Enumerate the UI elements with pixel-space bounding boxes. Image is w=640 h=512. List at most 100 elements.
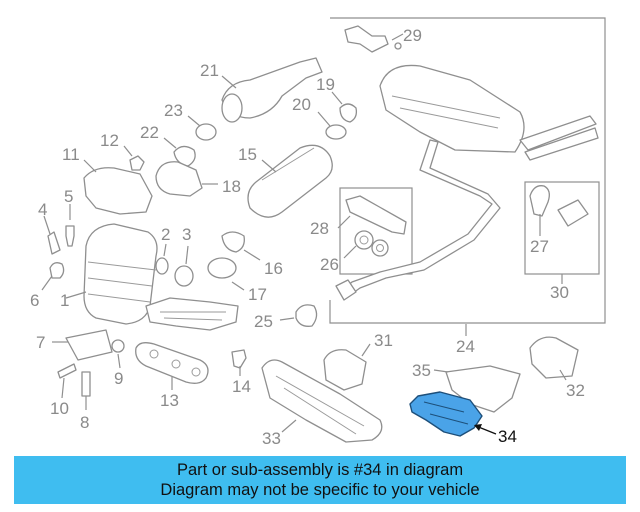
leader-3 [185,245,189,265]
leader-9 [117,353,121,369]
leader-16 [243,249,261,261]
banner-line-1: Part or sub-assembly is #34 in diagram [176,461,464,479]
part-27-hanger [529,185,550,217]
label-23: 23 [164,101,183,120]
leader-32 [559,369,567,381]
part-14-bolt [231,349,247,369]
part-7-bracket [65,329,113,361]
leader-10 [61,377,65,399]
label-13: 13 [160,391,179,410]
leader-15 [261,159,277,173]
label-11: 11 [62,145,80,164]
leader-12 [123,145,133,157]
label-17: 17 [248,285,267,304]
part-29-bolt [394,42,402,50]
part-1-catalyst-ribs [87,261,157,303]
leader-19 [331,91,343,105]
part-27-bracket [557,199,589,227]
part-13-hole-b [171,359,181,369]
tailpipes [519,115,599,161]
label-29: 29 [403,26,422,45]
leader-6 [41,275,53,291]
part-33-ribs [275,375,365,435]
part-26-clamp-b [371,239,389,257]
part-11-heat-shield [83,167,153,215]
leader-31 [361,343,371,357]
leader-21 [221,75,237,89]
part-23-gasket [195,123,217,141]
label-12: 12 [100,131,119,150]
label-21: 21 [200,61,219,80]
leader-34-arrowhead [474,424,482,431]
part-17-ring [207,257,237,279]
part-24-flange [335,279,357,301]
label-35: 35 [412,361,431,380]
part-25-clamp [295,304,318,327]
label-34: 34 [498,427,517,446]
label-4: 4 [38,200,47,219]
label-10: 10 [50,399,69,418]
part-2-gasket [155,257,169,275]
label-20: 20 [292,95,311,114]
label-1: 1 [60,291,69,310]
label-14: 14 [232,377,251,396]
label-18: 18 [222,177,241,196]
part-21-flange [221,93,243,123]
part-26-clamp-b-inner [376,244,384,252]
part-12-nut [129,155,145,171]
leader-25 [279,317,295,321]
part-4-bracket [47,231,61,255]
part-33-heat-shield [261,359,383,443]
part-34-detail [423,401,469,425]
label-9: 9 [114,369,123,388]
parts-diagram: 29 21 19 20 23 22 12 15 11 18 5 4 28 2 3… [30,17,606,448]
part-32-mount [529,336,579,379]
part-13-hole-c [191,367,201,377]
downpipe-ribs [160,311,226,321]
leader-4 [43,215,51,235]
label-28: 28 [310,219,329,238]
label-26: 26 [320,255,339,274]
leader-1 [65,291,87,299]
part-8-bolt [81,371,91,397]
rear-muffler-detail [391,95,501,129]
label-25: 25 [254,312,273,331]
part-5-bolt [65,225,75,247]
part-10-stud [57,363,77,379]
exhaust-assembly-box [329,17,606,324]
label-5: 5 [64,187,73,206]
part-26-clamp-a [354,230,374,250]
downpipe [145,297,239,331]
leader-2 [163,243,167,257]
part-6-mount [49,262,65,279]
leader-20 [317,111,331,127]
banner-line-2: Diagram may not be specific to your vehi… [160,481,480,499]
part-18-turbo-outlet [155,161,203,197]
label-8: 8 [80,413,89,432]
part-15-filter [247,144,333,218]
part-19-gasket [339,103,358,123]
part-29-bracket [344,25,389,53]
label-19: 19 [316,75,335,94]
part-28-bracket [345,195,407,235]
part-35-shield [445,365,521,413]
part-16-clamp [221,231,245,253]
part-22-clamp [173,145,196,167]
label-30: 30 [550,283,569,302]
info-banner: Part or sub-assembly is #34 in diagram D… [14,456,626,504]
label-24: 24 [456,337,475,356]
part-15-filter-seam [261,147,315,181]
label-16: 16 [264,259,283,278]
part-26-clamp-a-inner [359,235,369,245]
part-13-hole-a [149,349,159,359]
label-27: 27 [530,237,549,256]
leader-22 [163,137,177,149]
label-33: 33 [262,429,281,448]
leader-17 [231,281,245,291]
part-1-catalyst [83,223,158,325]
label-15: 15 [238,145,257,164]
leader-35 [433,369,449,373]
part-31-bracket [323,349,367,391]
part-9-washer [111,339,125,353]
label-2: 2 [161,225,170,244]
